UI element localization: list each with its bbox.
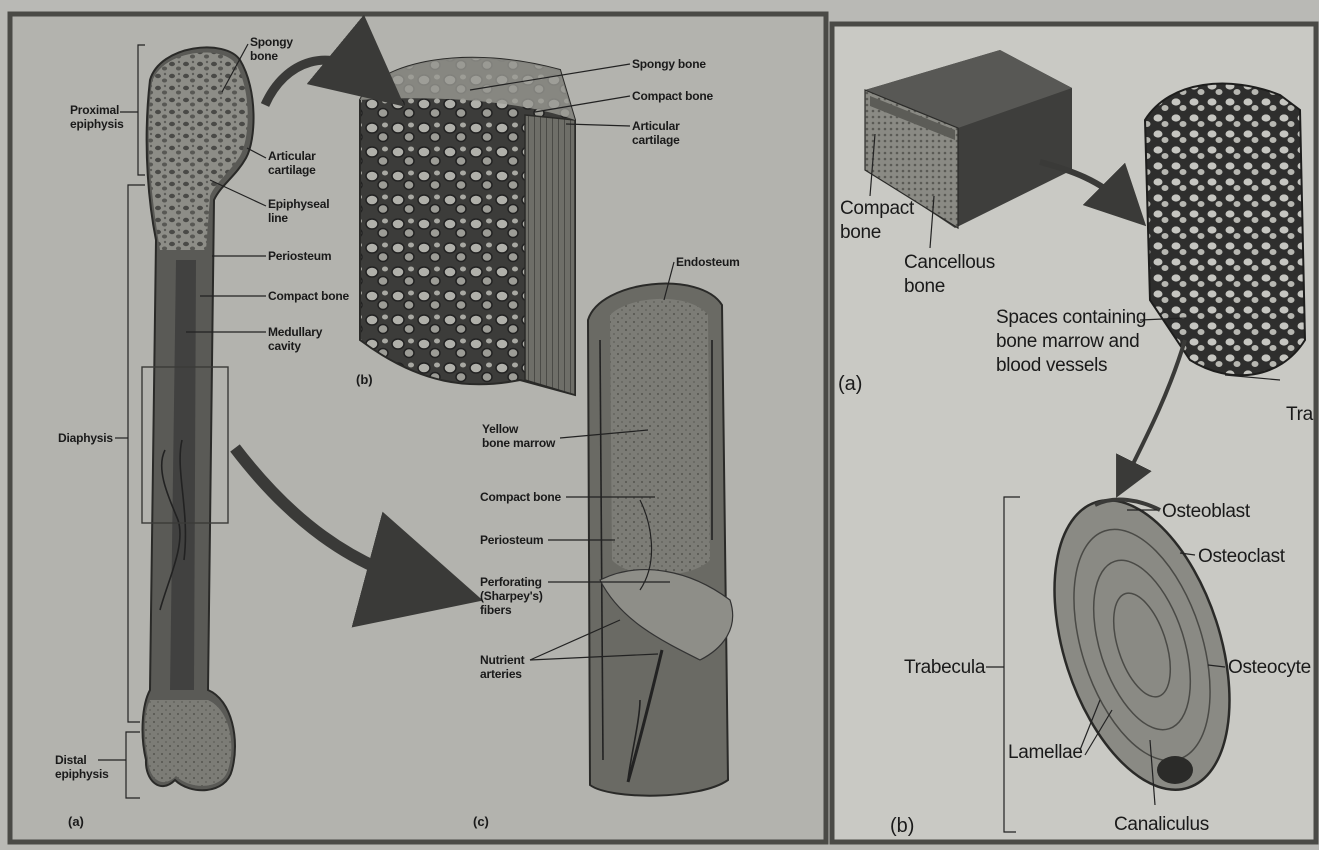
trabecula-label: Trabecula bbox=[904, 657, 986, 678]
svg-text:Endosteum: Endosteum bbox=[676, 255, 740, 269]
panel-tag-c: (c) bbox=[473, 814, 489, 829]
svg-text:Compact bone: Compact bone bbox=[632, 89, 713, 103]
osteoclast-label: Osteoclast bbox=[1198, 546, 1286, 567]
svg-text:Compact bone: Compact bone bbox=[268, 289, 349, 303]
osteocyte-label: Osteocyte bbox=[1228, 657, 1311, 678]
svg-text:Compact bone: Compact bone bbox=[480, 490, 561, 504]
lamellae-label: Lamellae bbox=[1008, 742, 1083, 763]
panel-tag-right-a: (a) bbox=[838, 373, 862, 395]
trabeculae-cut-label: Tra bbox=[1286, 404, 1314, 425]
svg-text:Diaphysis: Diaphysis bbox=[58, 431, 113, 445]
panel-tag-a: (a) bbox=[68, 814, 84, 829]
svg-text:Spongy bone: Spongy bone bbox=[632, 57, 706, 71]
panel-tag-right-b: (b) bbox=[890, 815, 914, 837]
osteoblast-label: Osteoblast bbox=[1162, 501, 1251, 522]
svg-text:Periosteum: Periosteum bbox=[480, 533, 543, 547]
canaliculus-label: Canaliculus bbox=[1114, 814, 1209, 835]
spongy-bone-inset bbox=[360, 58, 575, 395]
panel-tag-b: (b) bbox=[356, 372, 373, 387]
svg-text:Periosteum: Periosteum bbox=[268, 249, 331, 263]
